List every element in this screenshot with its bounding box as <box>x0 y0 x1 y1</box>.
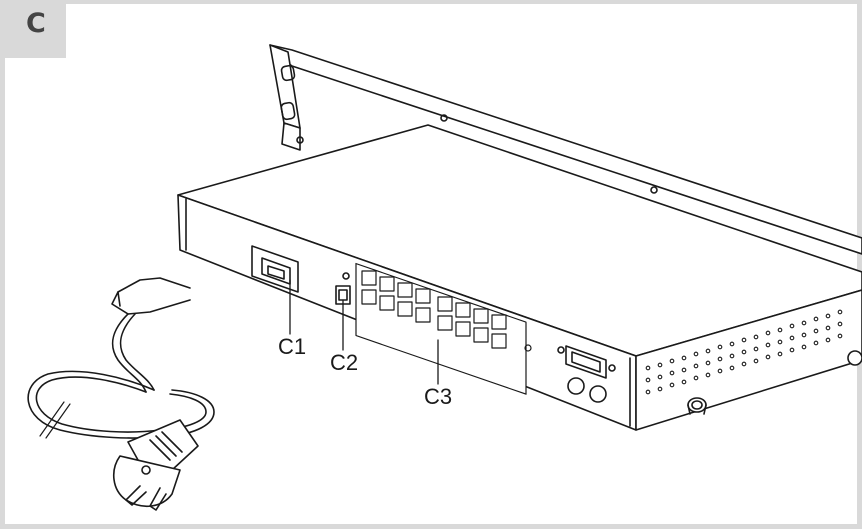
callout-c1: C1 <box>278 334 307 359</box>
leader-lines <box>289 279 439 385</box>
callout-c3: C3 <box>424 384 453 409</box>
vga-port <box>557 345 616 379</box>
side-screw <box>847 350 862 366</box>
figure-label: C <box>26 8 46 39</box>
power-cord <box>27 277 215 439</box>
figure-label-tab: C <box>0 0 66 58</box>
mounting-bracket <box>269 44 862 255</box>
power-socket <box>251 245 299 293</box>
callout-c2: C2 <box>330 350 359 375</box>
rj45-ports <box>355 262 532 395</box>
vent-holes <box>645 309 843 395</box>
thumb-screw <box>687 397 707 415</box>
ps2-ports <box>567 377 607 403</box>
plug <box>113 419 199 511</box>
